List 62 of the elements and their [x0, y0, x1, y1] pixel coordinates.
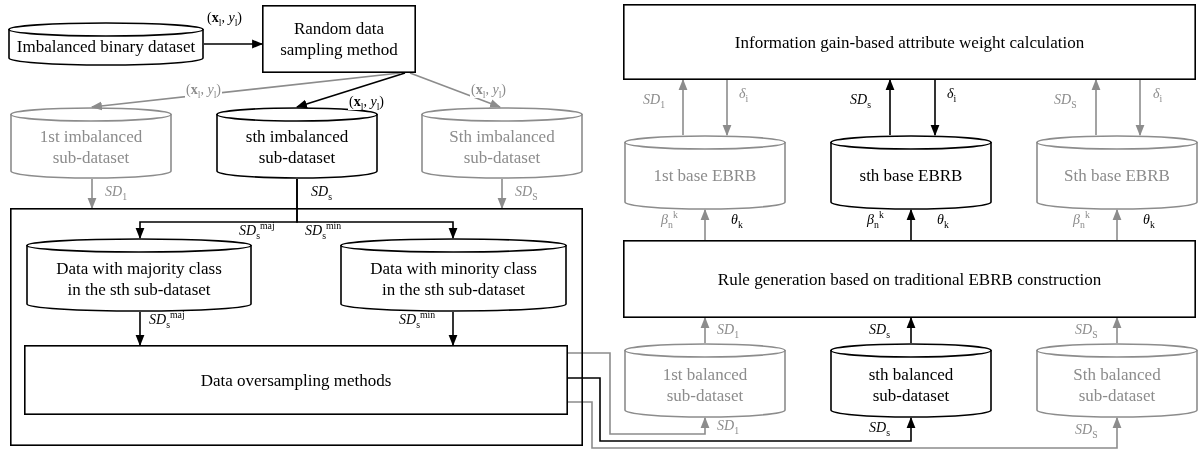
edge-label: SD$_{s}$: [849, 92, 872, 108]
database-cylinder: Sth imbalanced sub-dataset: [421, 107, 583, 179]
edge-label: SD$_{s}$: [868, 322, 891, 338]
arrow: [700, 208, 710, 241]
edge-label: SD$_{s}$: [868, 420, 891, 436]
arrow: [409, 72, 502, 108]
arrow: [678, 78, 688, 136]
database-cylinder: sth base EBRB: [830, 135, 992, 210]
arrow: [295, 72, 406, 109]
edge-label: SD$_{1}$: [642, 92, 667, 108]
database-cylinder: Data with majority class in the sth sub-dataset: [26, 238, 252, 312]
process-box: Data oversampling methods: [24, 345, 568, 415]
edge-label: (x$_{l}$, y$_{l}$): [206, 10, 244, 26]
arrow: [700, 316, 710, 344]
edge-label: SD$_{1}$: [716, 322, 741, 338]
arrow: [203, 39, 264, 49]
database-cylinder: 1st balanced sub-dataset: [624, 343, 786, 418]
edge-label: (x$_{l}$, y$_{l}$): [185, 82, 223, 98]
process-box: Rule generation based on traditional EBRB construction: [623, 240, 1196, 318]
database-cylinder: Sth balanced sub-dataset: [1036, 343, 1198, 418]
math-label: θ$_{k}$: [936, 212, 950, 228]
arrow: [1135, 79, 1145, 137]
arrow: [135, 311, 145, 347]
math-label: θ$_{k}$: [1142, 212, 1156, 228]
edge-label: δ$_{i}$: [1152, 86, 1164, 102]
database-cylinder: sth balanced sub-dataset: [830, 343, 992, 418]
database-cylinder: Imbalanced binary dataset: [8, 22, 204, 66]
arrow: [497, 178, 507, 210]
arrow: [930, 79, 940, 137]
arrow: [1112, 316, 1122, 344]
process-box: Information gain-based attribute weight calculation: [623, 4, 1196, 80]
edge-label: (x$_{l}$, y$_{l}$): [470, 82, 508, 98]
arrow: [906, 316, 916, 344]
arrow: [567, 352, 710, 435]
arrow: [1112, 208, 1122, 241]
arrow: [885, 78, 895, 136]
arrow: [906, 208, 916, 241]
arrow: [567, 377, 916, 442]
edge-label: δ$_{i}$: [738, 86, 750, 102]
arrow: [1091, 78, 1101, 136]
arrow: [296, 178, 458, 240]
edge-label: δ$_{i}$: [946, 86, 958, 102]
edge-label: SD$_{1}$: [716, 418, 741, 434]
database-cylinder: 1st imbalanced sub-dataset: [10, 107, 172, 179]
edge-label: SD$_{S}$: [514, 184, 539, 200]
database-cylinder: Data with minority class in the sth sub-dataset: [340, 238, 567, 312]
arrow: [722, 79, 732, 137]
edge-label: SD$_{S}$: [1074, 322, 1099, 338]
group-frame: [10, 208, 583, 446]
edge-label: SD$_{1}$: [104, 184, 129, 200]
arrow: [448, 311, 458, 347]
arrow: [567, 401, 1122, 449]
database-cylinder: Sth base EBRB: [1036, 135, 1198, 210]
math-label: θ$_{k}$: [730, 212, 744, 228]
arrow: [87, 178, 97, 210]
math-label: SD$_{s}$: [310, 184, 333, 200]
edge-label: SD$_{S}$: [1053, 92, 1078, 108]
arrow: [90, 72, 401, 111]
database-cylinder: 1st base EBRB: [624, 135, 786, 210]
edge-label: SD$_{S}$: [1074, 422, 1099, 438]
process-box: Random data sampling method: [262, 5, 416, 73]
edge-label: (x$_{l}$, y$_{l}$): [348, 94, 386, 110]
